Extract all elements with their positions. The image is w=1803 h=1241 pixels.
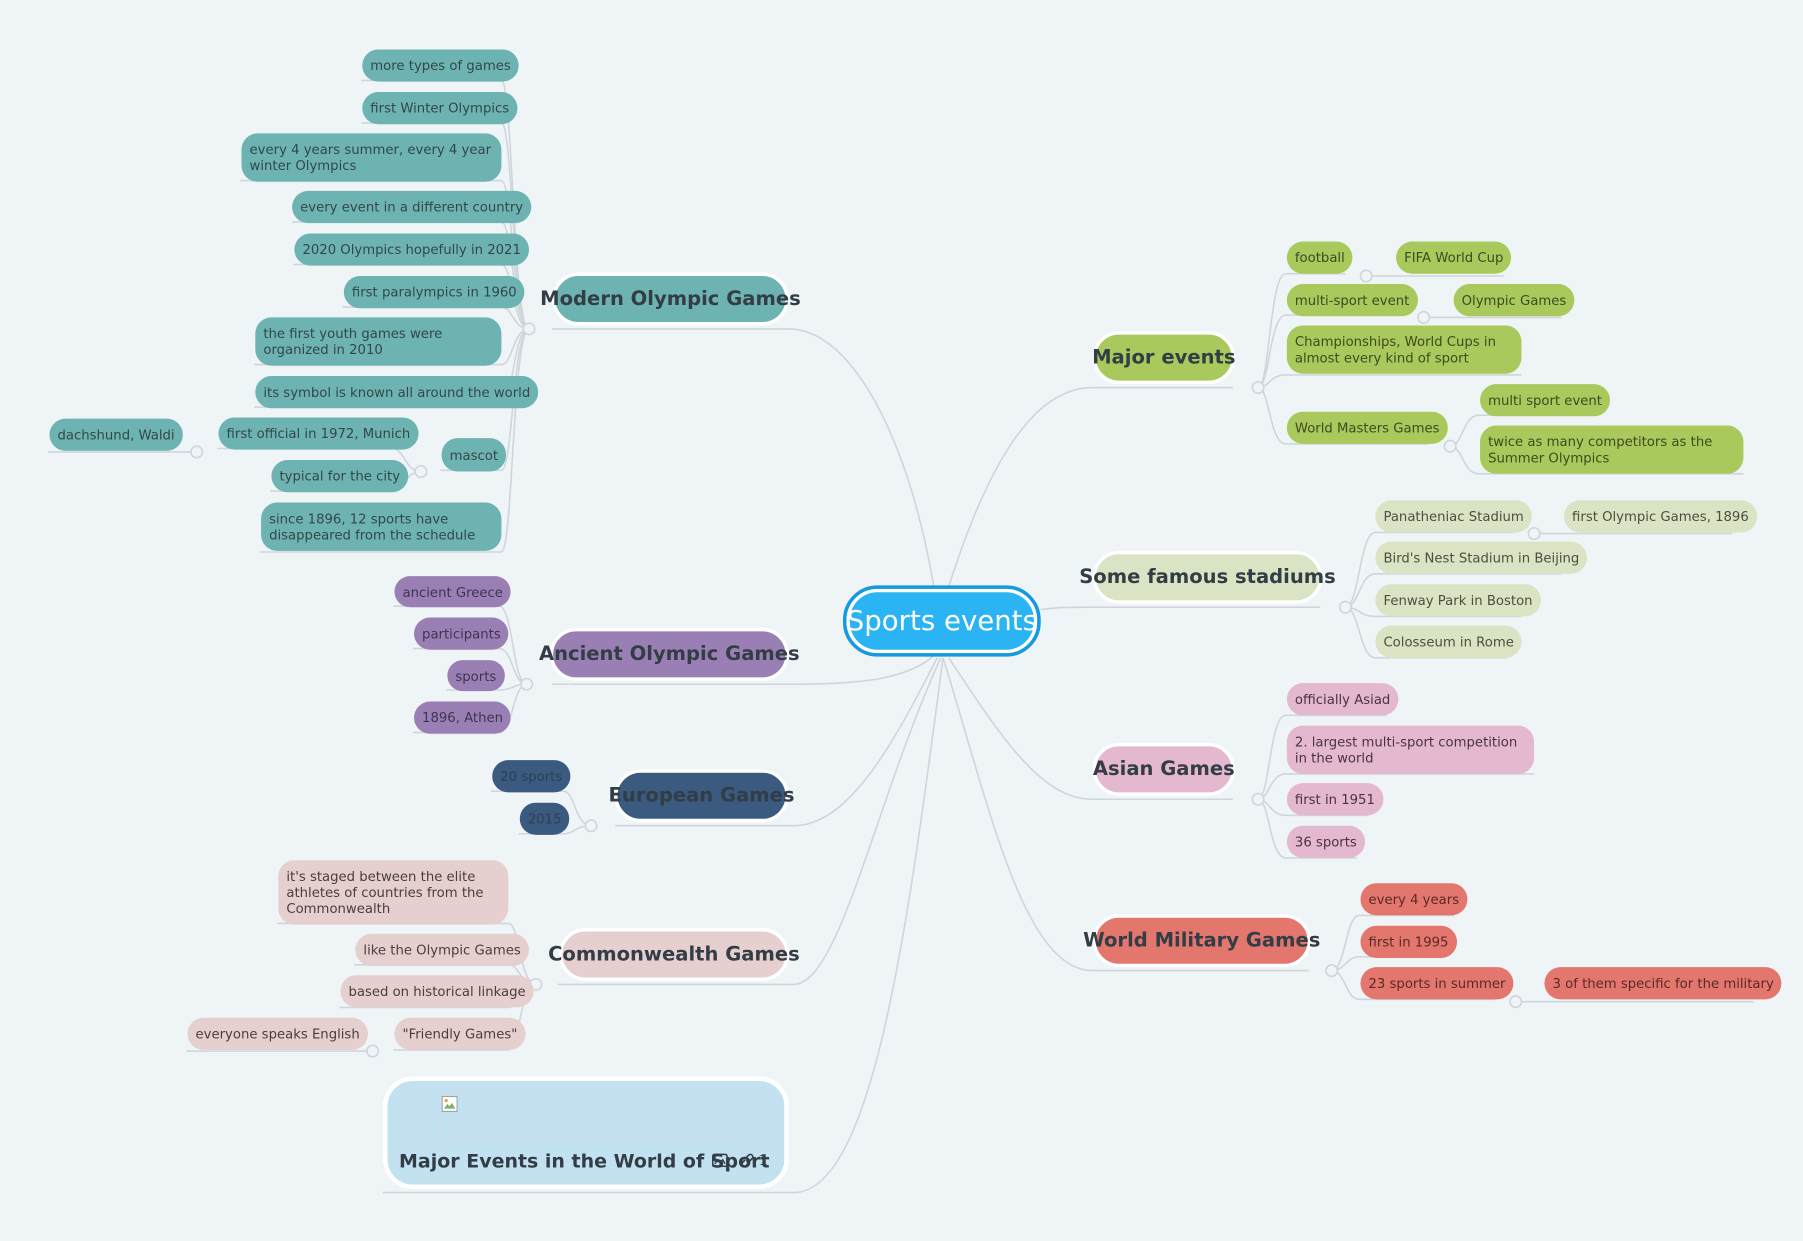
subtopic-first-in-1995[interactable]: first in 1995 bbox=[1360, 925, 1457, 958]
subtopic-world-masters-games[interactable]: World Masters Games bbox=[1286, 411, 1448, 444]
topic-world-military-games[interactable]: World Military Games bbox=[1083, 914, 1320, 968]
topic-commonwealth-games[interactable]: Commonwealth Games bbox=[548, 928, 800, 981]
subtopic-mascot[interactable]: mascot bbox=[441, 438, 507, 472]
subtopic-2015[interactable]: 2015 bbox=[519, 802, 570, 835]
subtopic-birds-nest[interactable]: Bird's Nest Stadium in Beijing bbox=[1375, 541, 1588, 574]
subtopic-1896-athen[interactable]: 1896, Athen bbox=[414, 701, 512, 734]
subtopic-colosseum[interactable]: Colosseum in Rome bbox=[1375, 625, 1522, 658]
subtopic-friendly-games[interactable]: "Friendly Games" bbox=[394, 1017, 526, 1050]
subtopic-36-sports[interactable]: 36 sports bbox=[1286, 825, 1365, 858]
broken-image-placeholder bbox=[438, 1092, 742, 1139]
subtopic-2020-olympics[interactable]: 2020 Olympics hopefully in 2021 bbox=[294, 233, 529, 266]
root-topic[interactable]: Sports events bbox=[842, 585, 1041, 657]
topic-asian-games[interactable]: Asian Games bbox=[1092, 742, 1236, 796]
topic-ancient-olympic-games[interactable]: Ancient Olympic Games bbox=[539, 627, 800, 681]
subtopic-historical-linkage[interactable]: based on historical linkage bbox=[340, 975, 534, 1008]
image-icon[interactable] bbox=[712, 1153, 728, 1168]
subtopic-typical-for-city[interactable]: typical for the city bbox=[271, 460, 409, 493]
subtopic-everyone-speaks-english[interactable]: everyone speaks English bbox=[187, 1017, 368, 1050]
subtopic-first-youth-games[interactable]: the first youth games were organized in … bbox=[255, 317, 502, 366]
subtopic-every-4-years[interactable]: every 4 years summer, every 4 year winte… bbox=[241, 133, 502, 182]
subtopic-every-4-years-military[interactable]: every 4 years bbox=[1360, 883, 1468, 916]
subtopic-officially-asiad[interactable]: officially Asiad bbox=[1286, 683, 1399, 716]
subtopic-multi-sport-event[interactable]: multi-sport event bbox=[1286, 284, 1418, 317]
card-attachments: 1 bbox=[712, 1152, 779, 1168]
topic-european-games[interactable]: European Games bbox=[608, 769, 795, 823]
link-count: 1 bbox=[759, 1152, 768, 1169]
card-title: Major Events in the World of Sport bbox=[399, 1150, 770, 1172]
subtopic-20-sports[interactable]: 20 sports bbox=[492, 760, 571, 793]
subtopic-first-in-1951[interactable]: first in 1951 bbox=[1286, 783, 1383, 816]
subtopic-first-olympic-games-1896[interactable]: first Olympic Games, 1896 bbox=[1564, 500, 1757, 533]
subtopic-like-olympic-games[interactable]: like the Olympic Games bbox=[355, 933, 529, 966]
subtopic-championships[interactable]: Championships, World Cups in almost ever… bbox=[1286, 325, 1522, 374]
broken-image-icon bbox=[441, 1095, 458, 1113]
subtopic-participants[interactable]: participants bbox=[414, 617, 509, 650]
subtopic-ancient-greece[interactable]: ancient Greece bbox=[394, 576, 511, 608]
subtopic-sports[interactable]: sports bbox=[447, 660, 505, 692]
topic-major-events-card[interactable]: Major Events in the World of Sport 1 bbox=[382, 1076, 789, 1190]
subtopic-23-sports-summer[interactable]: 23 sports in summer bbox=[1360, 967, 1514, 1000]
subtopic-different-country[interactable]: every event in a different country bbox=[292, 190, 532, 224]
subtopic-fenway-park[interactable]: Fenway Park in Boston bbox=[1375, 584, 1541, 617]
subtopic-second-largest[interactable]: 2. largest multi-sport competition in th… bbox=[1286, 725, 1535, 774]
subtopic-disappeared-sports[interactable]: since 1896, 12 sports have disappeared f… bbox=[261, 502, 502, 551]
subtopic-panatheniac-stadium[interactable]: Panatheniac Stadium bbox=[1375, 500, 1532, 533]
subtopic-elite-athletes[interactable]: it's staged between the elite athletes o… bbox=[278, 860, 509, 925]
subtopic-football[interactable]: football bbox=[1286, 241, 1353, 274]
topic-major-events[interactable]: Major events bbox=[1092, 331, 1235, 385]
link-icon[interactable]: 1 bbox=[739, 1152, 768, 1169]
topic-modern-olympic-games[interactable]: Modern Olympic Games bbox=[540, 272, 801, 326]
subtopic-masters-multi-sport[interactable]: multi sport event bbox=[1480, 384, 1611, 417]
subtopic-twice-as-many[interactable]: twice as many competitors as the Summer … bbox=[1480, 425, 1744, 474]
topic-famous-stadiums[interactable]: Some famous stadiums bbox=[1079, 550, 1336, 604]
subtopic-olympic-games[interactable]: Olympic Games bbox=[1453, 284, 1575, 317]
subtopic-3-military-specific[interactable]: 3 of them specific for the military bbox=[1544, 967, 1782, 1000]
subtopic-first-winter-olympics[interactable]: first Winter Olympics bbox=[362, 92, 518, 125]
subtopic-dachshund-waldi[interactable]: dachshund, Waldi bbox=[49, 418, 183, 451]
subtopic-more-types-of-games[interactable]: more types of games bbox=[362, 49, 519, 82]
subtopic-first-mascot-munich[interactable]: first official in 1972, Munich bbox=[218, 417, 419, 450]
subtopic-olympic-symbol[interactable]: its symbol is known all around the world bbox=[255, 376, 539, 409]
subtopic-fifa-world-cup[interactable]: FIFA World Cup bbox=[1396, 241, 1512, 274]
subtopic-first-paralympics[interactable]: first paralympics in 1960 bbox=[343, 276, 525, 309]
